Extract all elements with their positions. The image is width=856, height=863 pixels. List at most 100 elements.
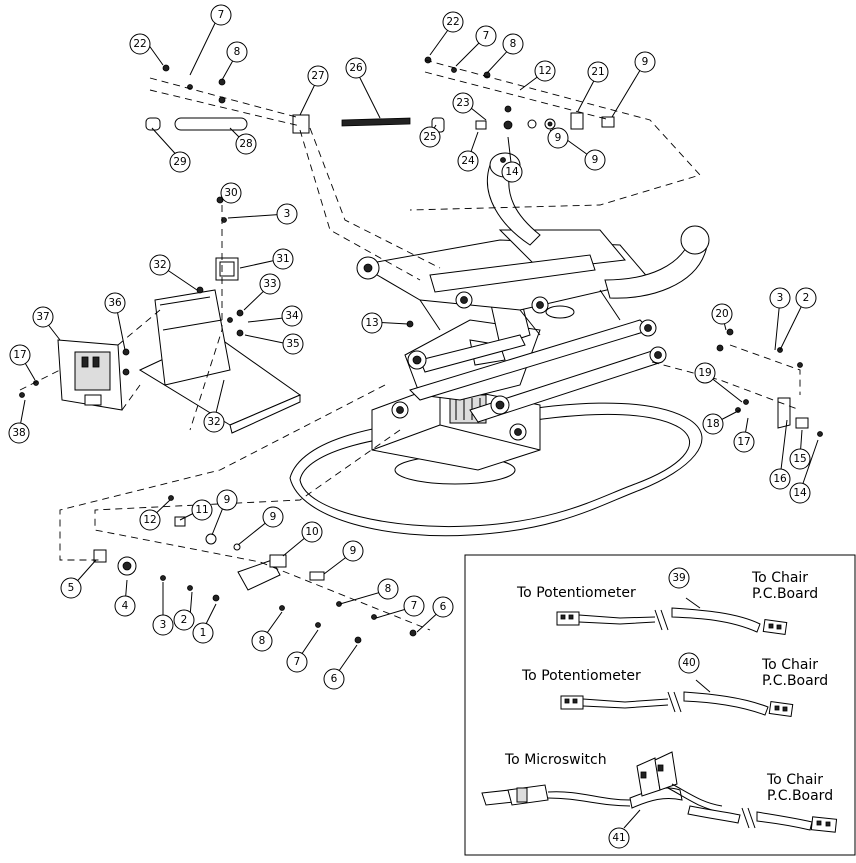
callout-28: 28: [235, 133, 257, 155]
cable-39-right-label-1: To Chair: [751, 570, 808, 586]
svg-text:9: 9: [592, 154, 599, 166]
svg-text:12: 12: [538, 65, 551, 77]
svg-text:3: 3: [284, 208, 291, 220]
svg-text:38: 38: [12, 427, 25, 439]
right-hardware: [716, 328, 823, 437]
callout-29: 29: [169, 151, 191, 173]
svg-text:6: 6: [440, 601, 447, 613]
svg-text:7: 7: [411, 600, 418, 612]
svg-text:20: 20: [715, 308, 728, 320]
svg-text:9: 9: [642, 56, 649, 68]
svg-text:17: 17: [737, 436, 750, 448]
callout-37: 37: [32, 306, 54, 328]
svg-text:8: 8: [234, 46, 241, 58]
cable-inset-panel: To Potentiometer To Chair P.C.Board 39 T…: [464, 554, 856, 856]
svg-text:11: 11: [195, 504, 208, 516]
callout-3b: 3: [769, 287, 791, 309]
svg-text:7: 7: [294, 656, 301, 668]
callout-3c: 3: [152, 614, 174, 636]
svg-text:13: 13: [365, 317, 378, 329]
svg-text:12: 12: [143, 514, 156, 526]
svg-text:21: 21: [591, 66, 604, 78]
callout-13: 13: [361, 312, 383, 334]
cable-40: To Potentiometer To Chair P.C.Board 40: [521, 652, 828, 718]
callout-41: 41: [608, 827, 630, 849]
cable-41: To Microswitch To Chair P.C.Board 41: [481, 751, 838, 849]
callout-5: 5: [60, 577, 82, 599]
callout-7d: 7: [403, 595, 425, 617]
svg-text:14: 14: [505, 166, 519, 178]
svg-text:37: 37: [36, 311, 49, 323]
cable-41-left-label: To Microswitch: [504, 752, 607, 768]
cable-41-right-label-1: To Chair: [766, 772, 823, 788]
callout-39: 39: [668, 567, 690, 589]
svg-text:25: 25: [423, 131, 436, 143]
callout-6a: 6: [323, 668, 345, 690]
callout-8d: 8: [377, 578, 399, 600]
callout-17a: 17: [9, 344, 31, 366]
svg-text:35: 35: [286, 338, 299, 350]
svg-text:3: 3: [777, 292, 784, 304]
svg-text:9: 9: [555, 132, 562, 144]
svg-text:36: 36: [108, 297, 122, 309]
callout-22b: 22: [442, 11, 464, 33]
callout-17b: 17: [733, 431, 755, 453]
svg-text:7: 7: [218, 9, 225, 21]
svg-text:18: 18: [706, 418, 719, 430]
callout-33: 33: [259, 273, 281, 295]
svg-text:27: 27: [311, 70, 324, 82]
callout-7c: 7: [286, 651, 308, 673]
svg-text:26: 26: [349, 62, 363, 74]
svg-text:24: 24: [461, 155, 475, 167]
svg-text:8: 8: [510, 38, 517, 50]
svg-text:9: 9: [270, 511, 277, 523]
callout-27: 27: [307, 65, 329, 87]
svg-text:29: 29: [173, 156, 186, 168]
callout-12a: 12: [534, 60, 556, 82]
callout-9e: 9: [262, 506, 284, 528]
callout-7a: 7: [210, 4, 232, 26]
cable-39-right-label-2: P.C.Board: [752, 586, 818, 602]
svg-text:30: 30: [224, 187, 237, 199]
callout-25: 25: [419, 126, 441, 148]
callout-10: 10: [301, 521, 323, 543]
callout-26: 26: [345, 57, 367, 79]
svg-text:22: 22: [133, 38, 146, 50]
callout-8a: 8: [226, 41, 248, 63]
callout-19: 19: [694, 362, 716, 384]
svg-text:41: 41: [612, 832, 625, 844]
svg-text:32: 32: [207, 416, 220, 428]
lower-hardware: [93, 495, 417, 644]
callout-23: 23: [452, 92, 474, 114]
cable-39: To Potentiometer To Chair P.C.Board 39: [516, 567, 818, 636]
svg-text:40: 40: [682, 657, 695, 669]
callout-2b: 2: [173, 609, 195, 631]
callout-24: 24: [457, 150, 479, 172]
cable-40-right-label-2: P.C.Board: [762, 673, 828, 689]
svg-text:22: 22: [446, 16, 459, 28]
callout-11: 11: [191, 499, 213, 521]
callout-36: 36: [104, 292, 126, 314]
chair-mechanism: [356, 152, 710, 485]
callout-40: 40: [678, 652, 700, 674]
svg-text:5: 5: [68, 582, 75, 594]
svg-text:16: 16: [773, 473, 787, 485]
svg-text:32: 32: [153, 259, 166, 271]
cable-41-right-label-2: P.C.Board: [767, 788, 833, 804]
svg-text:19: 19: [698, 367, 711, 379]
svg-text:9: 9: [224, 494, 231, 506]
callout-35: 35: [282, 333, 304, 355]
callout-32a: 32: [149, 254, 171, 276]
callout-9b: 9: [547, 127, 569, 149]
svg-text:8: 8: [385, 583, 392, 595]
callout-7b: 7: [475, 25, 497, 47]
callout-31: 31: [272, 248, 294, 270]
callout-20: 20: [711, 303, 733, 325]
svg-text:23: 23: [456, 97, 469, 109]
callout-8c: 8: [251, 630, 273, 652]
cable-39-left-label: To Potentiometer: [516, 585, 636, 601]
callout-32b: 32: [203, 411, 225, 433]
svg-text:17: 17: [13, 349, 26, 361]
callout-14a: 14: [501, 161, 523, 183]
